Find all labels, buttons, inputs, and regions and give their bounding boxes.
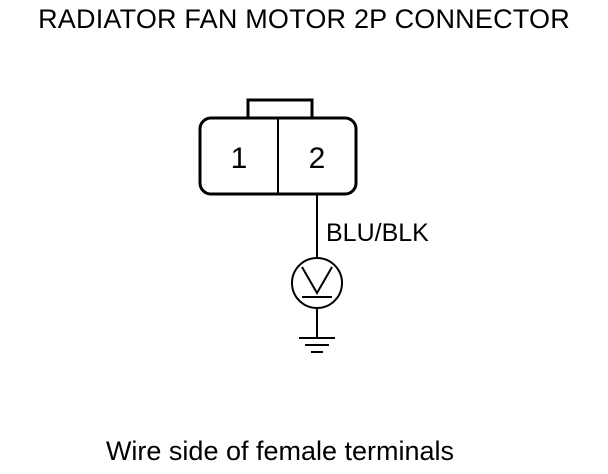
wire-color-label: BLU/BLK — [326, 219, 429, 247]
voltmeter-icon — [291, 257, 343, 309]
terminal-1-label: 1 — [231, 142, 248, 175]
diagram-title: RADIATOR FAN MOTOR 2P CONNECTOR — [38, 4, 570, 34]
terminal-2-label: 2 — [309, 142, 326, 175]
ground-icon — [299, 337, 335, 353]
diagram-caption: Wire side of female terminals — [105, 436, 455, 466]
